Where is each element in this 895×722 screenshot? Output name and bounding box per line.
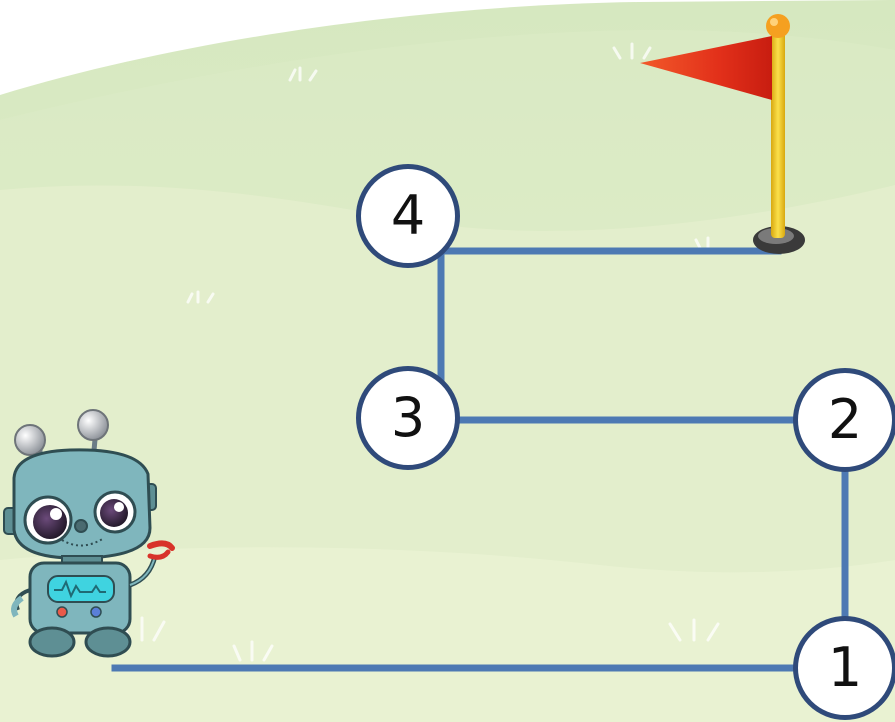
waypoint-label: 1: [827, 636, 863, 699]
waypoint-label: 3: [390, 386, 426, 449]
waypoint-2[interactable]: 2: [793, 368, 895, 472]
robot-icon[interactable]: [3, 409, 175, 658]
red-flag-icon[interactable]: [640, 14, 805, 254]
waypoint-1[interactable]: 1: [793, 616, 895, 720]
waypoint-3[interactable]: 3: [356, 366, 460, 470]
waypoint-4[interactable]: 4: [356, 164, 460, 268]
grass-tufts: [120, 42, 720, 662]
waypoint-label: 2: [827, 388, 863, 451]
waypoint-label: 4: [390, 184, 426, 247]
